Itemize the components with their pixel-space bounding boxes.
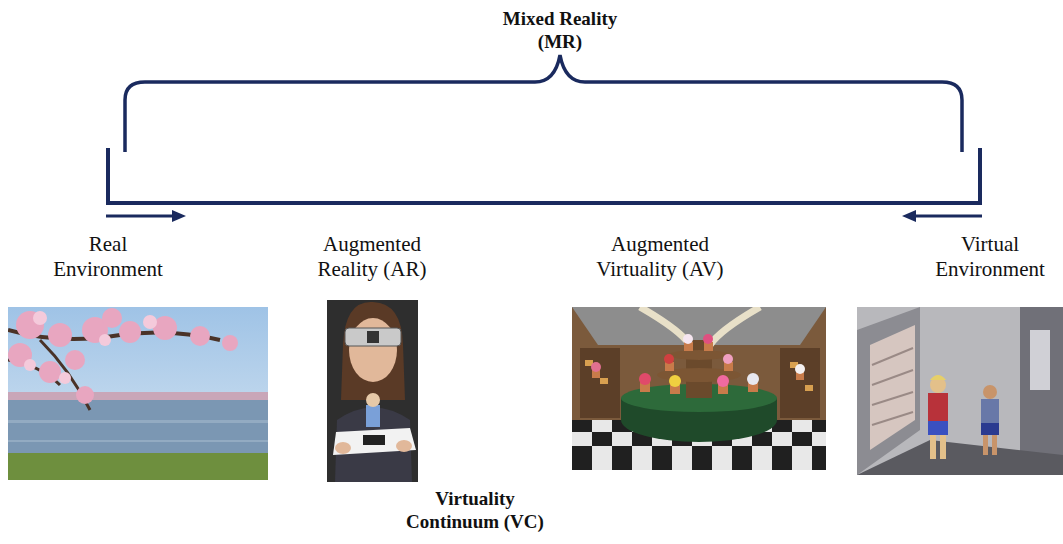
bracket-label: Mixed Reality (MR) bbox=[490, 8, 630, 54]
real-environment-photo bbox=[8, 307, 268, 480]
continuum-axis bbox=[106, 148, 982, 222]
augmented-reality-photo bbox=[327, 300, 418, 482]
continuum-label: Augmented Virtuality (AV) bbox=[585, 232, 735, 282]
mixed-reality-brace bbox=[125, 55, 962, 152]
continuum-label: Real Environment bbox=[43, 232, 173, 282]
continuum-label: Virtual Environment bbox=[928, 232, 1053, 282]
virtual-environment-scene bbox=[857, 307, 1063, 475]
augmented-virtuality-scene bbox=[572, 307, 832, 470]
caption-label: Virtuality Continuum (VC) bbox=[388, 488, 563, 534]
continuum-label: Augmented Reality (AR) bbox=[307, 232, 437, 282]
